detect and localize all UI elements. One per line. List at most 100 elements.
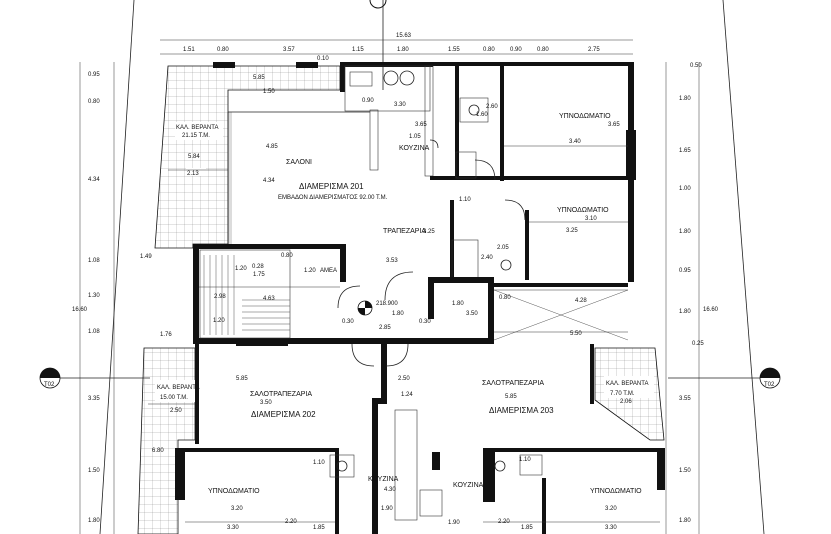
right-dim-4: 1.00 xyxy=(679,186,691,192)
dim-2-50: 2.50 xyxy=(398,376,410,382)
dim-1-49: 1.49 xyxy=(140,254,152,260)
dim-3-20b: 3.20 xyxy=(605,506,617,512)
dim-1-20c: 1.20 xyxy=(213,318,225,324)
kouzina-mid-label: ΚΟΥΖΙΝΑ xyxy=(368,476,399,483)
dim-1-85b: 1.85 xyxy=(521,525,533,531)
dim-2-98: 2.98 xyxy=(214,294,226,300)
section-right-label: T02 xyxy=(764,382,775,388)
left-dim-4: 1.08 xyxy=(88,258,100,264)
right-dim-7: 1.80 xyxy=(679,309,691,315)
dim-3-30a: 3.30 xyxy=(394,102,406,108)
dim-1-60: 1.60 xyxy=(476,112,488,118)
right-dim-8: 0.25 xyxy=(692,341,704,347)
veranda-right-area: 7.70 Τ.Μ. xyxy=(610,391,635,397)
dim-2-20b: 2.20 xyxy=(498,519,510,525)
dim-1-75: 1.75 xyxy=(253,272,265,278)
top-dim-1: 1.51 xyxy=(183,47,195,53)
dim-1-80b: 1.80 xyxy=(392,311,404,317)
amea-label: ΑΜΕΑ xyxy=(320,268,337,274)
section-left-label: T02 xyxy=(44,382,55,388)
dim-1-50a: 1.50 xyxy=(263,89,275,95)
dim-3-25b: 3.25 xyxy=(566,228,578,234)
top-dim-10: 2.75 xyxy=(588,47,600,53)
dim-1-05: 1.05 xyxy=(409,134,421,140)
left-dim-3: 4.34 xyxy=(88,177,100,183)
veranda-top: ΚΑΛ. ΒΕΡΑΝΤΑ 21.15 Τ.Μ. 5.84 2.13 xyxy=(154,65,341,249)
dim-5-85b: 5.85 xyxy=(236,376,248,382)
dim-3-25a: 3.25 xyxy=(423,229,435,235)
ypnodomatio-1-label: ΥΠΝΟΔΩΜΑΤΙΟ xyxy=(559,113,611,120)
dim-1-10a: 1.10 xyxy=(459,197,471,203)
dim-3-50: 3.50 xyxy=(466,311,478,317)
apartment-201: 5.85 1.50 0.10 0.90 3.30 2.60 1.60 3.65 … xyxy=(213,56,636,287)
kouzina-top-label: ΚΟΥΖΙΝΑ xyxy=(399,145,430,152)
top-dim-8: 0.90 xyxy=(510,47,522,53)
apt-201-area: ΕΜΒΑΔΟΝ ΔΙΑΜΕΡΙΣΜΑΤΟΣ 92.00 Τ.Μ. xyxy=(278,195,388,201)
dim-1-90a: 1.90 xyxy=(381,506,393,512)
dim-2-35: 2.50 xyxy=(170,408,182,414)
dim-5-50: 5.50 xyxy=(570,331,582,337)
right-dim-6: 0.95 xyxy=(679,268,691,274)
dim-4-63: 4.63 xyxy=(263,296,275,302)
left-dim-8: 1.50 xyxy=(88,468,100,474)
dim-5-85c: 5.85 xyxy=(505,394,517,400)
right-dim-3: 1.65 xyxy=(679,148,691,154)
trapezaria-label: ΤΡΑΠΕΖΑΡΙΑ xyxy=(383,228,426,235)
top-dim-6: 1.55 xyxy=(448,47,460,53)
apt-201-label: ΔΙΑΜΕΡΙΣΜΑ 201 xyxy=(299,182,364,191)
dim-1-10b: 1.10 xyxy=(313,460,325,466)
north-marker xyxy=(369,0,387,90)
dim-2-06: 2.06 xyxy=(620,399,632,405)
salotrapezaria-left-label: ΣΑΛΟΤΡΑΠΕΖΑΡΙΑ xyxy=(250,391,312,398)
dim-0-80b: 0.80 xyxy=(499,295,511,301)
top-dim-4: 1.15 xyxy=(352,47,364,53)
right-dim-2: 1.80 xyxy=(679,96,691,102)
dim-3-50b: 3.50 xyxy=(260,400,272,406)
stair-core: 1.49 0.80 1.20 0.28 1.75 1.20 ΑΜΕΑ 3.53 … xyxy=(140,244,629,346)
ypnodomatio-3-label: ΥΠΝΟΔΩΜΑΤΙΟ xyxy=(208,488,260,495)
dim-0-30a: 0.30 xyxy=(342,319,354,325)
dim-0-10: 0.10 xyxy=(317,56,329,62)
dim-1-76: 1.76 xyxy=(160,332,172,338)
dim-2-20a: 2.20 xyxy=(285,519,297,525)
salotrapezaria-right-label: ΣΑΛΟΤΡΑΠΕΖΑΡΙΑ xyxy=(482,380,544,387)
kouzina-right-label: ΚΟΥΖΙΝΑ xyxy=(453,482,484,489)
top-dim-2: 0.80 xyxy=(217,47,229,53)
dim-3-10: 3.10 xyxy=(585,216,597,222)
dim-1-10c: 1.10 xyxy=(519,457,531,463)
section-marker-right: T02 xyxy=(668,367,781,389)
dim-1-90b: 1.90 xyxy=(448,520,460,526)
level-label: 218.900 xyxy=(376,301,398,307)
dim-0-30b: 0.30 xyxy=(419,319,431,325)
dim-5-85a: 5.85 xyxy=(253,75,265,81)
dim-3-65b: 3.65 xyxy=(608,122,620,128)
top-dimensions: 15.63 1.51 0.80 3.57 1.15 1.80 1.55 0.80… xyxy=(160,33,633,55)
dim-1-80a: 1.80 xyxy=(452,301,464,307)
dim-4-34: 4.34 xyxy=(263,178,275,184)
dim-1-85a: 1.85 xyxy=(313,525,325,531)
dim-3-30b: 3.30 xyxy=(227,525,239,531)
right-dim-9: 3.55 xyxy=(679,396,691,402)
left-dim-1: 0.95 xyxy=(88,72,100,78)
dim-4-28: 4.28 xyxy=(575,298,587,304)
left-dim-7: 3.35 xyxy=(88,396,100,402)
veranda-top-area: 21.15 Τ.Μ. xyxy=(182,133,210,139)
veranda-left: ΚΑΛ. ΒΕΡΑΝΤΑ 15.00 Τ.Μ. 2.50 6.80 xyxy=(137,347,203,534)
dim-3-53: 3.53 xyxy=(386,258,398,264)
boundary-line-right xyxy=(722,0,765,534)
left-dimensions: 0.95 0.80 4.34 1.08 1.30 1.08 3.35 1.50 … xyxy=(72,62,115,534)
apartments-202-203: 5.85 ΣΑΛΟΤΡΑΠΕΖΑΡΙΑ 3.50 ΔΙΑΜΕΡΙΣΜΑ 202 … xyxy=(175,340,665,534)
left-dim-6: 1.08 xyxy=(88,329,100,335)
dim-6-80: 6.80 xyxy=(152,448,164,454)
dim-0-90: 0.90 xyxy=(362,98,374,104)
dim-4-85: 4.85 xyxy=(266,144,278,150)
dim-0-80a: 0.80 xyxy=(281,253,293,259)
top-dim-9: 0.80 xyxy=(537,47,549,53)
dim-2-85: 2.85 xyxy=(379,325,391,331)
ypnodomatio-4-label: ΥΠΝΟΔΩΜΑΤΙΟ xyxy=(590,488,642,495)
veranda-right: ΚΑΛ. ΒΕΡΑΝΤΑ 7.70 Τ.Μ. 2.06 xyxy=(594,347,665,441)
saloni-label: ΣΑΛΟΝΙ xyxy=(286,159,312,166)
dim-1-20a: 1.20 xyxy=(235,266,247,272)
right-dim-5: 1.80 xyxy=(679,229,691,235)
